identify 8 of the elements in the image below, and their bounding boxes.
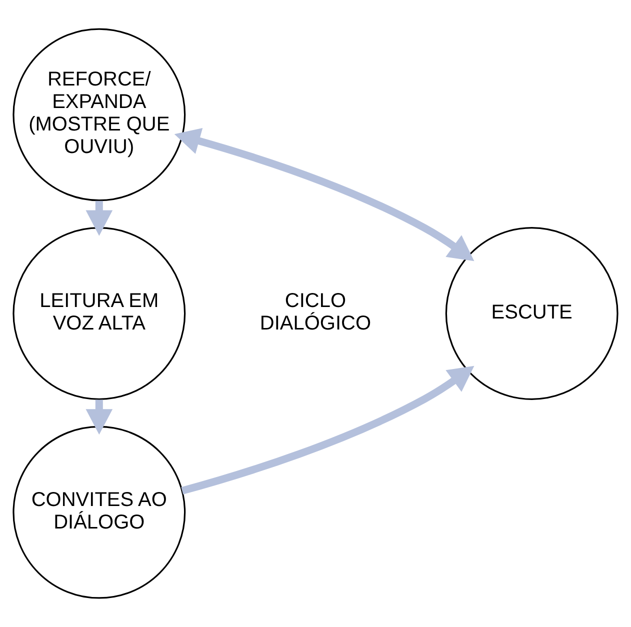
node-circle: REFORCE/ EXPANDA (MOSTRE QUE OUVIU) — [12, 28, 186, 202]
node-circle: LEITURA EM VOZ ALTA — [12, 227, 186, 400]
arrow — [181, 366, 474, 494]
arrow — [174, 128, 474, 262]
node-circle: CONVITES AO DIÁLOGO — [12, 426, 186, 599]
arrow — [86, 200, 113, 236]
arrow — [86, 400, 113, 435]
label: CICLO DIALÓGICO — [260, 290, 372, 335]
